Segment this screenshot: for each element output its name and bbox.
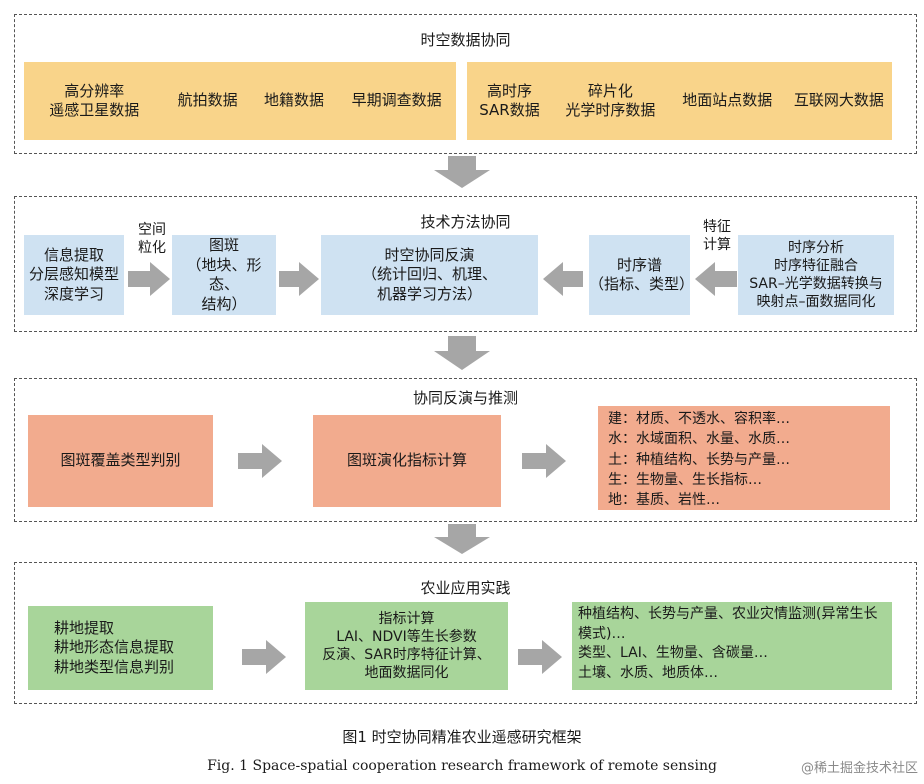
figure-caption-en: Fig. 1 Space-spatial cooperation researc…: [207, 758, 717, 774]
inference-results-box: 建：材质、不透水、容积率… 水：水域面积、水量、水质… 土：种植结构、长势与产量…: [598, 406, 890, 510]
evolution-indicator-box: 图斑演化指标计算: [313, 415, 501, 507]
section-method-cooperation: 技术方法协同: [14, 196, 917, 332]
data-source-item: 地面站点数据: [682, 91, 773, 110]
application-results-box: 种植结构、长势与产量、农业灾情监测(异常生长模式)… 类型、LAI、生物量、含碳…: [572, 602, 892, 690]
section-title: 农业应用实践: [420, 579, 511, 597]
data-source-item: 高分辨率 遥感卫星数据: [49, 81, 140, 120]
left-arrow-icon: [695, 262, 737, 296]
time-series-analysis-box: 时序分析 时序特征融合 SAR–光学数据转换与 映射点–面数据同化: [738, 235, 894, 315]
coverage-type-box: 图斑覆盖类型判别: [28, 415, 213, 507]
section-data-cooperation: 时空数据协同: [14, 14, 917, 154]
result-line: 建：材质、不透水、容积率…: [608, 411, 790, 427]
data-sources-group-right: 高时序 SAR数据 碎片化 光学时序数据 地面站点数据 互联网大数据: [467, 62, 892, 140]
data-source-item: 碎片化 光学时序数据: [565, 81, 656, 120]
section-title: 时空数据协同: [420, 31, 511, 49]
patch-box: 图斑 （地块、形态、 结构）: [172, 235, 276, 315]
data-sources-group-left: 高分辨率 遥感卫星数据 航拍数据 地籍数据 早期调查数据: [24, 62, 456, 140]
feature-calculation-label: 特征 计算: [703, 219, 731, 254]
down-arrow-icon: [434, 524, 490, 554]
spatial-granulation-label: 空间 粒化: [138, 222, 166, 257]
right-arrow-icon: [128, 262, 170, 296]
result-line: 生：生物量、生长指标…: [608, 471, 762, 488]
info-extraction-box: 信息提取 分层感知模型 深度学习: [24, 235, 124, 315]
down-arrow-icon: [434, 336, 490, 370]
section-inversion-inference: 协同反演与推测: [14, 378, 917, 522]
figure-caption-cn: 图1 时空协同精准农业遥感研究框架: [342, 728, 582, 746]
down-arrow-icon: [434, 156, 490, 188]
right-arrow-icon: [242, 640, 286, 674]
right-arrow-icon: [279, 262, 319, 296]
data-source-item: 航拍数据: [177, 91, 238, 110]
indicator-calculation-box: 指标计算 LAI、NDVI等生长参数 反演、SAR时序特征计算、 地面数据同化: [305, 602, 508, 690]
section-title: 技术方法协同: [420, 213, 511, 231]
right-arrow-icon: [238, 444, 282, 478]
spatiotemporal-inversion-box: 时空协同反演 （统计回归、机理、 机器学习方法）: [321, 235, 538, 315]
right-arrow-icon: [518, 640, 562, 674]
right-arrow-icon: [522, 444, 566, 478]
watermark-text: @稀土掘金技术社区: [800, 761, 918, 776]
result-line: 水：水域面积、水量、水质…: [608, 431, 790, 448]
data-source-item: 高时序 SAR数据: [479, 81, 540, 120]
data-source-item: 互联网大数据: [793, 91, 884, 110]
data-source-item: 地籍数据: [264, 91, 325, 110]
result-line: 地：基质、岩性…: [608, 492, 720, 509]
section-title: 协同反演与推测: [412, 389, 518, 407]
farmland-extraction-box: 耕地提取 耕地形态信息提取 耕地类型信息判别: [28, 606, 213, 690]
result-line: 土：种植结构、长势与产量…: [608, 451, 790, 468]
left-arrow-icon: [543, 262, 583, 296]
data-source-item: 早期调查数据: [351, 91, 442, 110]
section-agriculture-practice: 农业应用实践: [14, 562, 917, 704]
time-series-spectrum-box: 时序谱 （指标、类型）: [589, 235, 694, 315]
